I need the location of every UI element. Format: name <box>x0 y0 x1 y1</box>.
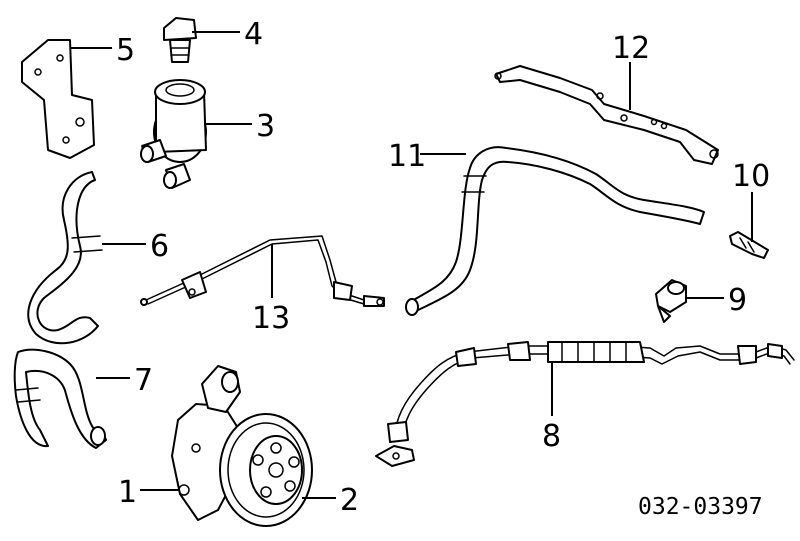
part-6-hose[interactable] <box>27 171 103 345</box>
part-9-pressure-switch[interactable] <box>655 279 687 323</box>
part-13-pipe[interactable] <box>140 235 385 307</box>
part-12-stay[interactable] <box>494 65 719 165</box>
callout-10: 10 <box>732 159 770 194</box>
callout-6: 6 <box>150 229 169 264</box>
part-11-hose[interactable] <box>405 146 705 316</box>
part-7-hose[interactable] <box>13 348 107 449</box>
reference-code: 032-03397 <box>638 494 763 520</box>
callout-2: 2 <box>340 483 359 518</box>
callout-labels: 1 2 3 4 5 6 7 8 9 10 11 12 13 <box>116 17 770 518</box>
callout-5: 5 <box>116 33 135 68</box>
callout-12: 12 <box>612 31 650 66</box>
part-5-bracket[interactable] <box>21 39 95 159</box>
part-3-reservoir[interactable] <box>140 79 207 189</box>
part-2-pulley[interactable] <box>219 413 313 527</box>
callout-9: 9 <box>728 283 747 318</box>
leader-lines <box>70 31 753 499</box>
callout-4: 4 <box>244 17 263 52</box>
callout-11: 11 <box>388 139 426 174</box>
part-1-pump-body[interactable] <box>171 365 241 521</box>
part-10-bolt[interactable] <box>729 231 769 259</box>
callout-7: 7 <box>134 363 153 398</box>
part-8-pressure-hose[interactable] <box>375 341 795 467</box>
callout-3: 3 <box>256 109 275 144</box>
callout-1: 1 <box>118 475 137 510</box>
part-4-reservoir-cap[interactable] <box>163 17 197 63</box>
callout-8: 8 <box>542 419 561 454</box>
callout-13: 13 <box>252 301 290 336</box>
